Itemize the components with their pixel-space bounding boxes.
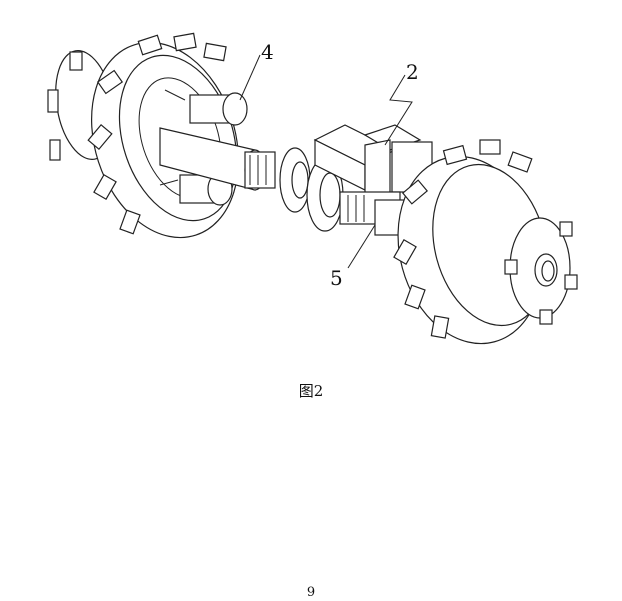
leader-line-2: [384, 74, 413, 146]
callout-2: 2: [406, 60, 419, 84]
callout-4: 4: [261, 40, 274, 64]
callout-5: 5: [330, 266, 343, 290]
left-wheel: [47, 32, 239, 239]
page-number: 9: [306, 585, 316, 600]
leader-line-4: [239, 54, 261, 101]
center-bracket: [313, 124, 433, 206]
leader-line-5: [347, 224, 376, 269]
main-shaft: [159, 127, 276, 191]
right-wheel: [393, 139, 578, 345]
figure-caption: 图2: [298, 382, 324, 400]
axle-assembly-drawing: [47, 32, 578, 345]
coupling: [279, 147, 344, 232]
